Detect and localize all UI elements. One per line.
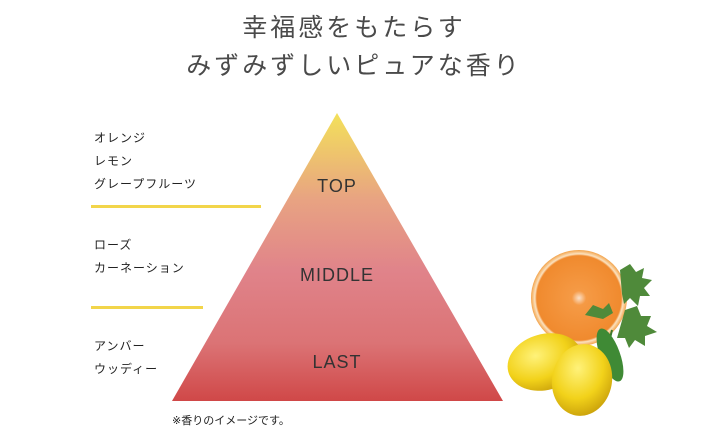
top-notes-list: オレンジ レモン グレープフルーツ xyxy=(94,127,197,196)
pyramid-label-last: LAST xyxy=(312,352,362,372)
middle-notes-list: ローズ カーネーション xyxy=(94,234,185,280)
divider xyxy=(91,205,261,208)
pyramid-label-middle: MIDDLE xyxy=(299,265,374,285)
last-notes-list: アンバー ウッディー xyxy=(94,335,158,381)
divider xyxy=(91,306,203,309)
note-item: ウッディー xyxy=(94,362,159,376)
note-item: レモン xyxy=(94,154,134,168)
title-line-2: みずみずしいピュアな香り xyxy=(186,51,522,80)
footnote: ※香りのイメージです。 xyxy=(172,414,290,427)
note-item: グレープフルーツ xyxy=(94,177,198,191)
note-item: オレンジ xyxy=(94,131,147,145)
citrus-illustration xyxy=(507,250,657,416)
note-item: ローズ xyxy=(94,238,133,252)
note-item: アンバー xyxy=(94,339,146,353)
title-line-1: 幸福感をもたらす xyxy=(242,13,466,42)
note-item: カーネーション xyxy=(94,261,185,275)
pyramid-label-top: TOP xyxy=(317,176,357,196)
